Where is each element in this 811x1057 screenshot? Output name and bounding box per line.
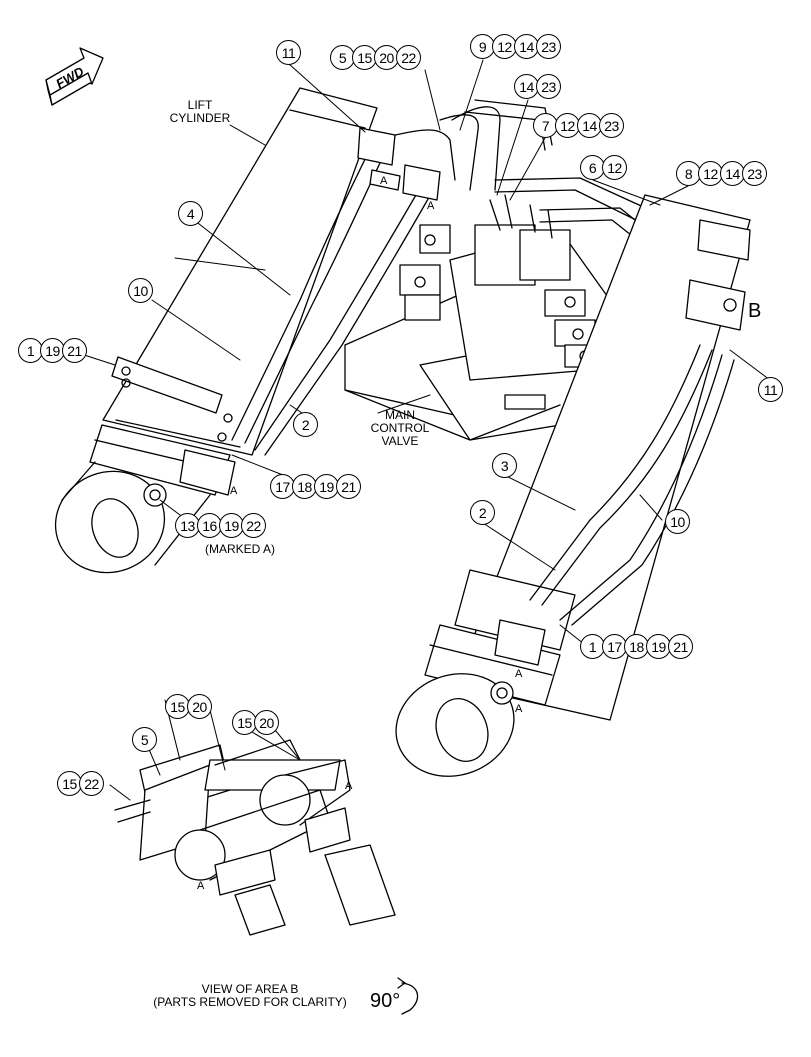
part-number-bubble: 8 bbox=[676, 161, 701, 186]
main-control-valve bbox=[344, 194, 641, 441]
part-number-bubble: 23 bbox=[599, 113, 624, 138]
part-number-bubble: 17 bbox=[602, 634, 627, 659]
callout-14-23: 14 23 bbox=[514, 74, 561, 99]
part-number-bubble: 17 bbox=[270, 474, 295, 499]
part-number-bubble: 12 bbox=[602, 155, 627, 180]
part-number-bubble: 19 bbox=[646, 634, 671, 659]
callout-11-top: 11 bbox=[276, 40, 301, 65]
marker-a: A bbox=[515, 668, 523, 680]
area-b-inset bbox=[114, 739, 396, 936]
part-number-bubble: 4 bbox=[178, 201, 203, 226]
part-number-bubble: 21 bbox=[62, 338, 87, 363]
part-number-bubble: 19 bbox=[219, 513, 244, 538]
callout-13-16-19-22: 13 16 19 22 bbox=[175, 513, 266, 538]
callout-10-right: 10 bbox=[665, 509, 690, 534]
part-number-bubble: 12 bbox=[698, 161, 723, 186]
left-lift-cylinder bbox=[54, 87, 378, 574]
callout-5-inset: 5 bbox=[132, 727, 157, 752]
part-number-bubble: 21 bbox=[336, 474, 361, 499]
part-number-bubble: 19 bbox=[40, 338, 65, 363]
marker-a: A bbox=[230, 485, 238, 497]
callout-17-18-19-21: 17 18 19 21 bbox=[270, 474, 361, 499]
part-number-bubble: 20 bbox=[374, 45, 399, 70]
part-number-bubble: 23 bbox=[536, 34, 561, 59]
left-hoses bbox=[231, 144, 433, 456]
right-lift-cylinder bbox=[395, 194, 751, 777]
part-number-bubble: 22 bbox=[396, 45, 421, 70]
part-number-bubble: 2 bbox=[293, 412, 318, 437]
right-hoses bbox=[529, 344, 735, 626]
part-number-bubble: 12 bbox=[555, 113, 580, 138]
callout-4: 4 bbox=[178, 201, 203, 226]
part-number-bubble: 23 bbox=[742, 161, 767, 186]
marker-a: A bbox=[515, 703, 523, 715]
part-number-bubble: 15 bbox=[165, 694, 190, 719]
part-number-bubble: 11 bbox=[758, 377, 783, 402]
callout-9-12-14-23: 9 12 14 23 bbox=[470, 34, 561, 59]
marker-a: A bbox=[197, 880, 205, 892]
view-of-area-b-label: VIEW OF AREA B (PARTS REMOVED FOR CLARIT… bbox=[153, 982, 347, 1009]
part-number-bubble: 1 bbox=[580, 634, 605, 659]
marker-a: A bbox=[345, 780, 353, 792]
part-number-bubble: 5 bbox=[132, 727, 157, 752]
part-number-bubble: 23 bbox=[536, 74, 561, 99]
part-number-bubble: 3 bbox=[492, 453, 517, 478]
part-number-bubble: 12 bbox=[492, 34, 517, 59]
part-number-bubble: 20 bbox=[254, 710, 279, 735]
callout-15-22: 15 22 bbox=[57, 771, 104, 796]
part-number-bubble: 2 bbox=[470, 500, 495, 525]
callout-3: 3 bbox=[492, 453, 517, 478]
part-number-bubble: 16 bbox=[197, 513, 222, 538]
part-number-bubble: 14 bbox=[720, 161, 745, 186]
fwd-arrow bbox=[45, 47, 104, 106]
lift-cylinder-label: LIFT CYLINDER bbox=[169, 98, 231, 125]
callout-6-12: 6 12 bbox=[580, 155, 627, 180]
callout-15-20-a: 15 20 bbox=[165, 694, 212, 719]
rotation-label: 90° bbox=[370, 990, 401, 1012]
part-number-bubble: 18 bbox=[292, 474, 317, 499]
part-number-bubble: 15 bbox=[232, 710, 257, 735]
part-number-bubble: 22 bbox=[241, 513, 266, 538]
callout-2-right: 2 bbox=[470, 500, 495, 525]
callout-10-left: 10 bbox=[128, 278, 153, 303]
rotation-arrow-icon bbox=[397, 977, 419, 1015]
callout-2-left: 2 bbox=[293, 412, 318, 437]
part-number-bubble: 6 bbox=[580, 155, 605, 180]
part-number-bubble: 14 bbox=[514, 34, 539, 59]
marked-a-label: (MARKED A) bbox=[204, 542, 275, 556]
part-number-bubble: 10 bbox=[128, 278, 153, 303]
main-control-valve-label: MAIN CONTROL VALVE bbox=[370, 408, 430, 448]
part-number-bubble: 18 bbox=[624, 634, 649, 659]
callout-15-20-b: 15 20 bbox=[232, 710, 279, 735]
callout-8-12-14-23: 8 12 14 23 bbox=[676, 161, 767, 186]
callout-5-15-20-22: 5 15 20 22 bbox=[330, 45, 421, 70]
part-number-bubble: 7 bbox=[533, 113, 558, 138]
part-number-bubble: 13 bbox=[175, 513, 200, 538]
part-number-bubble: 10 bbox=[665, 509, 690, 534]
area-b-marker: B bbox=[748, 300, 762, 322]
part-number-bubble: 1 bbox=[18, 338, 43, 363]
part-number-bubble: 14 bbox=[577, 113, 602, 138]
upper-fittings bbox=[357, 99, 553, 201]
leader-lines bbox=[77, 59, 771, 801]
part-number-bubble: 20 bbox=[187, 694, 212, 719]
callout-7-12-14-23: 7 12 14 23 bbox=[533, 113, 624, 138]
marker-a: A bbox=[380, 175, 388, 187]
marker-a: A bbox=[427, 200, 435, 212]
callout-1-19-21: 1 19 21 bbox=[18, 338, 87, 363]
callout-1-17-18-19-21: 1 17 18 19 21 bbox=[580, 634, 693, 659]
callout-11-right: 11 bbox=[758, 377, 783, 402]
part-number-bubble: 21 bbox=[668, 634, 693, 659]
part-number-bubble: 22 bbox=[79, 771, 104, 796]
part-number-bubble: 11 bbox=[276, 40, 301, 65]
part-number-bubble: 14 bbox=[514, 74, 539, 99]
